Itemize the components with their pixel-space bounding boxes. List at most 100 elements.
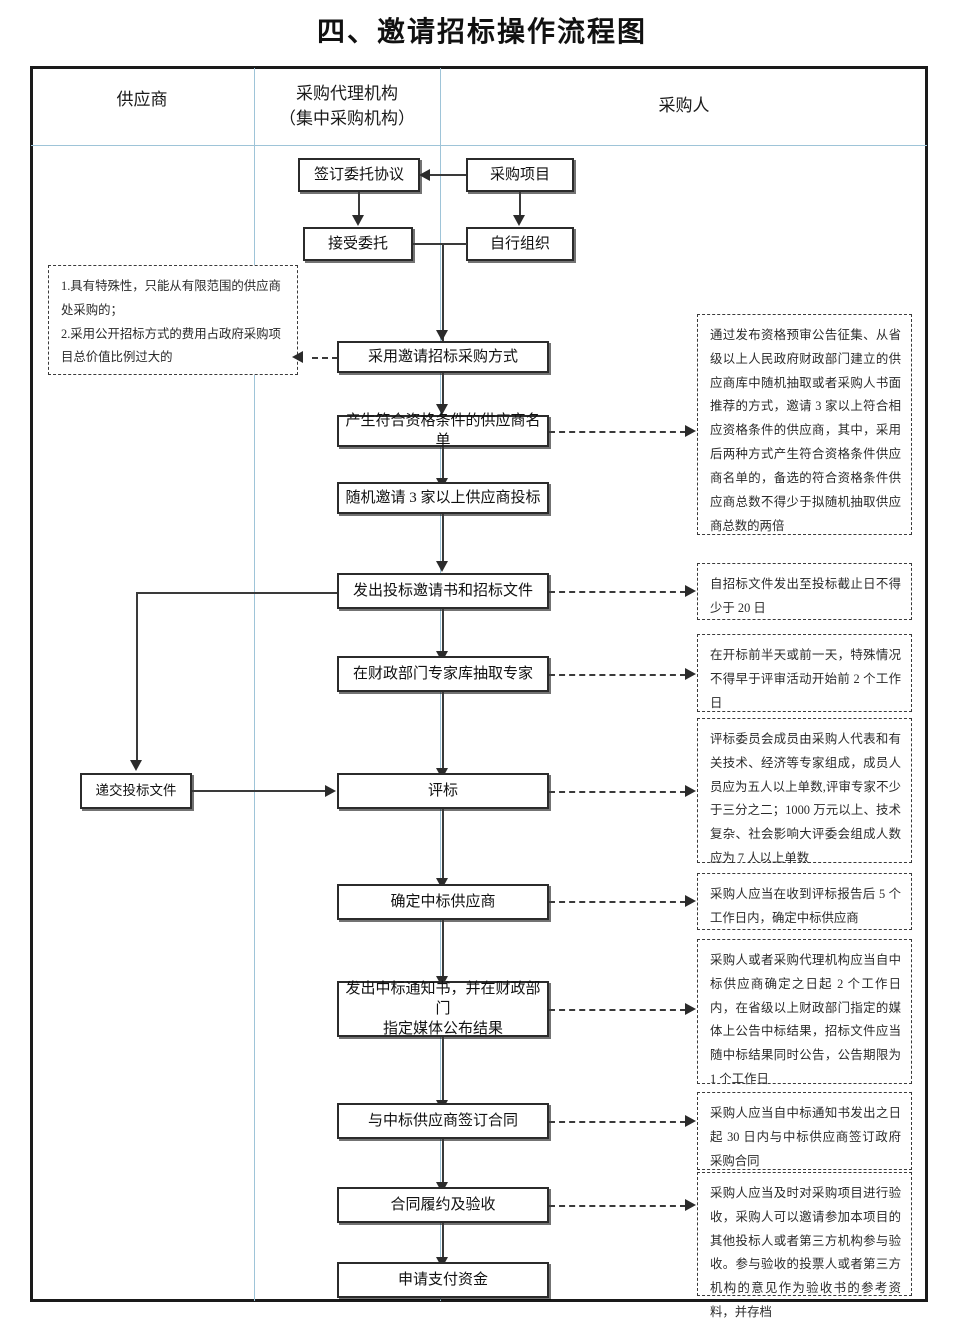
node-apply-payment[interactable]: 申请支付资金	[337, 1262, 549, 1298]
arrowhead-submit-to-evaluation	[325, 785, 336, 797]
node-bid-evaluation[interactable]: 评标	[337, 773, 549, 809]
edge-agreement-to-accept	[358, 192, 360, 216]
node-sign-contract-label: 与中标供应商签订合同	[367, 1112, 518, 1129]
arrowhead-issuedocs-to-note	[685, 585, 696, 597]
edge-determine-to-note	[549, 901, 686, 903]
node-use-invited-bidding-label: 采用邀请招标采购方式	[367, 348, 518, 365]
edge-experts-to-note	[549, 674, 686, 676]
note-acceptance-rule-text: 采购人应当及时对采购项目进行验收，采购人可以邀请参加本项目的其他投标人或者第三方…	[710, 1186, 901, 1320]
note-contract-rule: 采购人应当自中标通知书发出之日起 30 日内与中标供应商签订政府采购合同	[697, 1092, 912, 1170]
note-determine-winner-rule-text: 采购人应当在收到评标报告后 5 个工作日内，确定中标供应商	[710, 887, 901, 925]
edge-invite3-to-issue-docs	[442, 514, 444, 562]
note-expert-draw-rule: 在开标前半天或前一天，特殊情况不得早于评审活动开始前 2 个工作日	[697, 634, 912, 712]
node-issue-award-notice-line1: 发出中标通知书，并在财政部门	[345, 980, 541, 1017]
arrowhead-to-left-note	[292, 351, 303, 363]
note-bid-deadline-rule-text: 自招标文件发出至投标截止日不得少于 20 日	[710, 577, 901, 615]
arrowhead-evaluation-to-determine	[436, 878, 448, 889]
arrowhead-acceptance-to-note	[685, 1199, 696, 1211]
edge-submit-to-evaluation	[192, 790, 326, 792]
header-rule	[31, 145, 927, 146]
note-expert-draw-rule-text: 在开标前半天或前一天，特殊情况不得早于评审活动开始前 2 个工作日	[710, 648, 901, 710]
edge-issuedocs-to-submit-vertical	[136, 592, 138, 761]
arrowhead-project-to-agreement	[419, 169, 430, 181]
edge-notice-to-note	[549, 1009, 686, 1011]
arrowhead-determine-to-note	[685, 895, 696, 907]
note-contract-rule-text: 采购人应当自中标通知书发出之日起 30 日内与中标供应商签订政府采购合同	[710, 1106, 901, 1168]
arrowhead-merge-to-invited-bidding	[436, 330, 448, 341]
edge-evaluation-to-determine	[442, 809, 444, 879]
node-submit-bid-docs-label: 递交投标文件	[95, 782, 177, 798]
arrowhead-invited-to-list	[436, 404, 448, 415]
edge-invited-to-list	[442, 373, 444, 405]
node-issue-award-notice[interactable]: 发出中标通知书，并在财政部门 指定媒体公布结果	[337, 981, 549, 1037]
node-draw-experts[interactable]: 在财政部门专家库抽取专家	[337, 656, 549, 692]
node-issue-invitation-docs[interactable]: 发出投标邀请书和招标文件	[337, 573, 549, 609]
arrowhead-issuedocs-to-submit	[130, 760, 142, 771]
edge-project-to-self	[519, 192, 521, 216]
note-evaluation-committee-rule: 评标委员会成员由采购人代表和有关技术、经济等专家组成，成员人员应为五人以上单数,…	[697, 718, 912, 866]
edge-issuedocs-to-note-deadline	[549, 591, 686, 593]
note-left-conditions-line3: 2.采用公开招标方式的费用占政府采购项	[61, 326, 281, 341]
edge-invited-bidding-to-left-note	[312, 357, 338, 359]
edge-evaluation-to-note	[549, 791, 686, 793]
edge-experts-to-evaluation	[442, 692, 444, 769]
node-issue-award-notice-line2: 指定媒体公布结果	[382, 1021, 503, 1038]
column-header-agency: 采购代理机构 （集中采购机构）	[256, 82, 438, 131]
note-evaluation-committee-rule-text: 评标委员会成员由采购人代表和有关技术、经济等专家组成，成员人员应为五人以上单数,…	[710, 732, 901, 866]
node-draw-experts-label: 在财政部门专家库抽取专家	[352, 665, 533, 682]
node-sign-contract[interactable]: 与中标供应商签订合同	[337, 1103, 549, 1139]
column-header-agency-line1: 采购代理机构	[296, 84, 398, 103]
node-accept-entrust[interactable]: 接受委托	[303, 227, 413, 261]
node-qualified-supplier-list[interactable]: 产生符合资格条件的供应商名单	[337, 413, 549, 449]
node-entrust-agreement[interactable]: 签订委托协议	[298, 158, 420, 192]
column-header-supplier-label: 供应商	[116, 90, 168, 109]
column-header-purchaser: 采购人	[442, 94, 926, 119]
page-title: 四、邀请招标操作流程图	[316, 17, 647, 48]
node-self-organize[interactable]: 自行组织	[466, 227, 574, 261]
edge-merge-horizontal	[413, 243, 467, 245]
node-bid-evaluation-label: 评标	[427, 782, 458, 799]
note-determine-winner-rule: 采购人应当在收到评标报告后 5 个工作日内，确定中标供应商	[697, 873, 912, 930]
note-supplier-list-rule-text: 通过发布资格预审公告征集、从省级以上人民政府财政部门建立的供应商库中随机抽取或者…	[710, 328, 901, 533]
arrowhead-invite3-to-issue-docs	[436, 561, 448, 572]
node-determine-winner-label: 确定中标供应商	[390, 893, 496, 910]
note-left-conditions: 1.具有特殊性，只能从有限范围的供应商 处采购的； 2.采用公开招标方式的费用占…	[48, 265, 298, 375]
node-self-organize-label: 自行组织	[489, 235, 550, 252]
arrowhead-contract-to-note	[685, 1115, 696, 1127]
node-determine-winner[interactable]: 确定中标供应商	[337, 884, 549, 920]
arrowhead-evaluation-to-note	[685, 785, 696, 797]
note-left-conditions-line2: 处采购的；	[61, 302, 123, 317]
edge-acceptance-to-payment	[442, 1223, 444, 1258]
note-acceptance-rule: 采购人应当及时对采购项目进行验收，采购人可以邀请参加本项目的其他投标人或者第三方…	[697, 1172, 912, 1319]
column-divider-supplier-agency	[254, 68, 255, 1301]
node-contract-performance[interactable]: 合同履约及验收	[337, 1187, 549, 1223]
arrowhead-notice-to-note	[685, 1003, 696, 1015]
node-qualified-supplier-list-label: 产生符合资格条件的供应商名单	[345, 412, 541, 449]
edge-project-to-agreement	[430, 174, 466, 176]
node-contract-performance-label: 合同履约及验收	[390, 1196, 496, 1213]
column-header-purchaser-label: 采购人	[658, 96, 710, 115]
edge-list-to-note-supplier-rule	[549, 431, 686, 433]
node-procurement-project[interactable]: 采购项目	[466, 158, 574, 192]
edge-contract-to-acceptance	[442, 1139, 444, 1183]
note-award-notice-rule-text: 采购人或者采购代理机构应当自中标供应商确定之日起 2 个工作日内，在省级以上财政…	[710, 953, 901, 1087]
node-invite-three-suppliers[interactable]: 随机邀请 3 家以上供应商投标	[337, 482, 549, 514]
node-issue-invitation-docs-label: 发出投标邀请书和招标文件	[352, 582, 533, 599]
edge-notice-to-contract	[442, 1037, 444, 1101]
note-left-conditions-line1: 1.具有特殊性，只能从有限范围的供应商	[61, 279, 281, 293]
node-accept-entrust-label: 接受委托	[327, 235, 388, 252]
node-submit-bid-docs[interactable]: 递交投标文件	[80, 773, 192, 809]
edge-determine-to-notice	[442, 920, 444, 977]
node-entrust-agreement-label: 签订委托协议	[313, 166, 404, 183]
column-header-agency-line2: （集中采购机构）	[279, 108, 415, 128]
note-left-conditions-line4: 目总价值比例过大的	[61, 350, 173, 365]
arrowhead-agreement-to-accept	[352, 215, 364, 226]
arrowhead-list-to-note	[685, 425, 696, 437]
node-procurement-project-label: 采购项目	[489, 166, 550, 183]
note-bid-deadline-rule: 自招标文件发出至投标截止日不得少于 20 日	[697, 563, 912, 620]
column-header-supplier: 供应商	[32, 88, 252, 113]
node-use-invited-bidding[interactable]: 采用邀请招标采购方式	[337, 341, 549, 373]
arrowhead-experts-to-note	[685, 668, 696, 680]
arrowhead-project-to-self	[513, 215, 525, 226]
